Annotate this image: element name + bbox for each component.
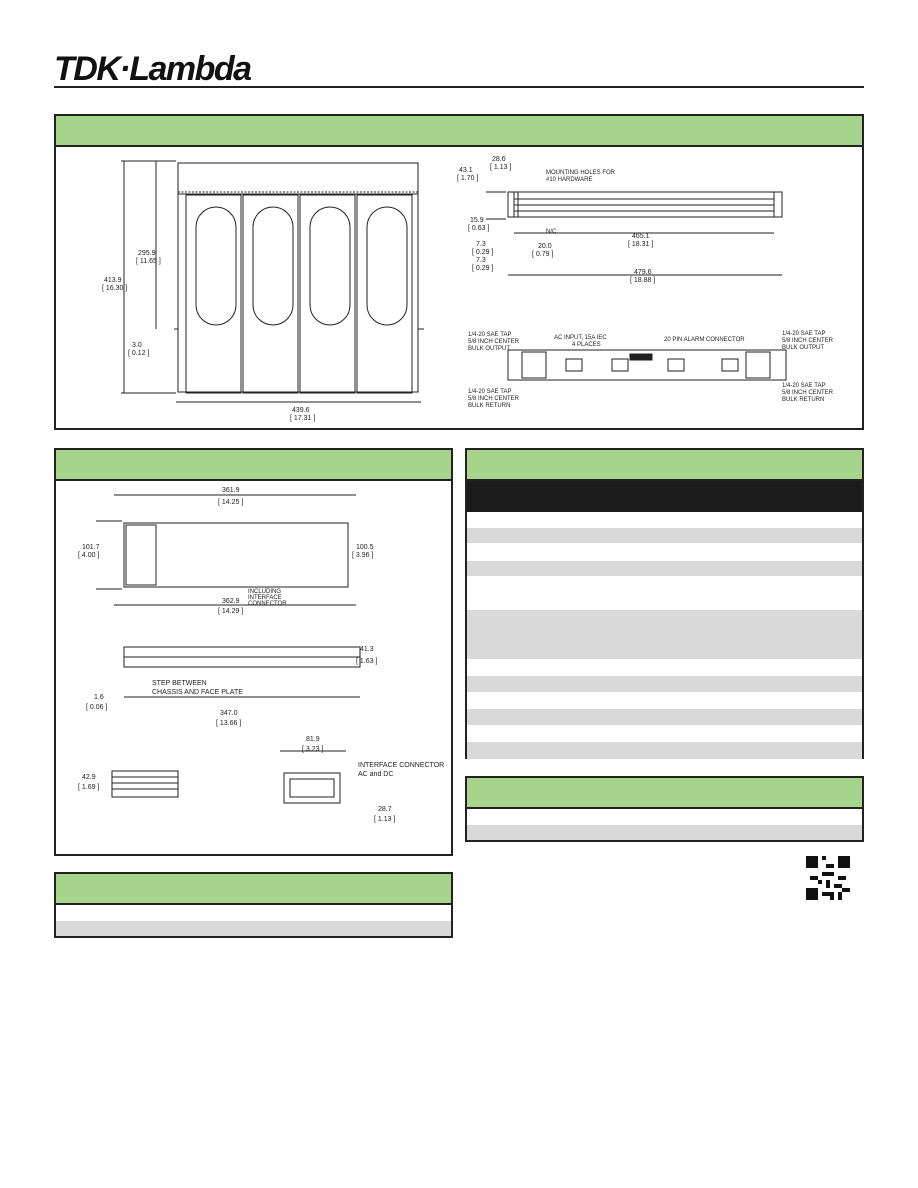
side-d2: 28.6 (492, 156, 506, 163)
right-small-row (467, 825, 862, 840)
mod-w1-in: [ 14.25 ] (218, 499, 243, 506)
side-d8: 479.6 (634, 269, 652, 276)
mod-s2-in: [ 0.06 ] (86, 704, 107, 711)
spec-row (467, 528, 862, 543)
front-h-inner-in: [ 11.65 ] (136, 258, 161, 265)
side-d1-in: [ 1.70 ] (457, 175, 478, 182)
side-d7: 465.1 (632, 233, 650, 240)
module-drawings: 361.9 [ 14.25 ] 101.7 [ 4.00 ] 100.5 [ 3… (78, 487, 444, 823)
spec-row (467, 709, 862, 725)
module-drawing-panel: 361.9 [ 14.25 ] 101.7 [ 4.00 ] 100.5 [ 3… (54, 448, 453, 856)
mod-f1: 42.9 (82, 774, 96, 781)
side-d2-in: [ 1.13 ] (490, 164, 511, 171)
rear-alarm: 20 PIN ALARM CONNECTOR (664, 337, 745, 343)
side-mounting-label-2: #10 HARDWARE (546, 177, 592, 183)
rear-tap-out-l3: BULK OUTPUT (468, 346, 510, 352)
rear-tap-ret-r1: 1/4-20 SAE TAP (782, 383, 825, 389)
front-h-total-in: [ 16.30 ] (102, 285, 127, 292)
module-drawing-header (56, 450, 451, 481)
tdk-lambda-logo: TDK·Lambda (54, 50, 252, 88)
header-rule (54, 86, 864, 88)
spec-row (467, 676, 862, 692)
side-d6: 20.0 (538, 243, 552, 250)
rear-tap-out-r1: 1/4-20 SAE TAP (782, 331, 825, 337)
rear-tap-out-r3: BULK OUTPUT (782, 345, 824, 351)
mod-step-lbl-2: CHASSIS AND FACE PLATE (152, 689, 243, 696)
mod-c2-in: [ 1.13 ] (374, 816, 395, 823)
rear-tap-out-l1: 1/4-20 SAE TAP (468, 332, 511, 338)
mod-s3-in: [ 13.66 ] (216, 720, 241, 727)
front-h-total: 413.9 (104, 277, 122, 284)
mod-incl-3: CONNECTOR (248, 601, 287, 607)
qr-code-icon (806, 856, 850, 900)
spec-row (467, 742, 862, 759)
side-d3: 15.9 (470, 217, 484, 224)
rear-ac-input-2: 4 PLACES (572, 342, 601, 348)
rear-tap-ret-l1: 1/4-20 SAE TAP (468, 389, 511, 395)
side-d6-in: [ 0.79 ] (532, 251, 553, 258)
mod-h2-in: [ 3.96 ] (352, 552, 373, 559)
spec-table-header (467, 450, 862, 481)
mod-s1-in: [ 1.63 ] (356, 658, 377, 665)
mod-step-lbl-1: STEP BETWEEN (152, 680, 207, 687)
left-small-panel (54, 872, 453, 938)
rear-tap-out-l2: 5/8 INCH CENTER (468, 339, 520, 345)
spec-table-column-header (467, 481, 862, 512)
side-d7-in: [ 18.31 ] (628, 241, 653, 248)
outline-drawing-header (56, 116, 862, 147)
mod-s1: 41.3 (360, 646, 374, 653)
front-width-in: [ 17.31 ] (290, 415, 315, 422)
mod-f1-in: [ 1.69 ] (78, 784, 99, 791)
side-d8-in: [ 18.88 ] (630, 277, 655, 284)
side-nc-label: N/C (546, 229, 557, 235)
mod-c1-in: [ 3.23 ] (302, 746, 323, 753)
rear-tap-out-r2: 5/8 INCH CENTER (782, 338, 834, 344)
front-h-inner: 295.9 (138, 250, 156, 257)
rear-view (507, 349, 787, 381)
front-view (121, 160, 424, 403)
spec-row (467, 561, 862, 576)
side-d4-in: [ 0.29 ] (472, 249, 493, 256)
mod-h2: 100.5 (356, 544, 374, 551)
side-d4: 7.3 (476, 241, 486, 248)
front-width: 439.6 (292, 407, 310, 414)
outline-drawings: 413.9 [ 16.30 ] 295.9 [ 11.65 ] 3.0 [ 0.… (102, 156, 834, 422)
mod-w2: 362.9 (222, 598, 240, 605)
left-small-row (56, 921, 451, 936)
mod-s2: 1.6 (94, 694, 104, 701)
mod-s3: 347.0 (220, 710, 238, 717)
mod-c1: 81.9 (306, 736, 320, 743)
mod-w1: 361.9 (222, 487, 240, 494)
side-d5-in: [ 0.29 ] (472, 265, 493, 272)
front-step: 3.0 (132, 342, 142, 349)
rear-tap-ret-l3: BULK RETURN (468, 403, 510, 409)
mod-h1: 101.7 (82, 544, 100, 551)
mod-conn-1: INTERFACE CONNECTOR (358, 762, 444, 769)
side-d5: 7.3 (476, 257, 486, 264)
rear-ac-input: AC INPUT, 15A IEC (554, 335, 607, 341)
rear-tap-ret-r3: BULK RETURN (782, 397, 824, 403)
mod-conn-2: AC and DC (358, 771, 393, 778)
mod-incl-1: INCLUDING (248, 589, 281, 595)
rear-tap-ret-r2: 5/8 INCH CENTER (782, 390, 834, 396)
front-step-in: [ 0.12 ] (128, 350, 149, 357)
outline-drawing-panel: 413.9 [ 16.30 ] 295.9 [ 11.65 ] 3.0 [ 0.… (54, 114, 864, 430)
side-d1: 43.1 (459, 167, 473, 174)
left-small-header (56, 874, 451, 905)
rear-tap-ret-l2: 5/8 INCH CENTER (468, 396, 520, 402)
mod-incl-2: INTERFACE (248, 595, 282, 601)
side-view (486, 191, 783, 276)
side-d3-in: [ 0.63 ] (468, 225, 489, 232)
spec-row (467, 610, 862, 659)
side-mounting-label: MOUNTING HOLES FOR (546, 170, 616, 176)
mod-w2-in: [ 14.29 ] (218, 608, 243, 615)
mod-c2: 28.7 (378, 806, 392, 813)
right-small-panel (465, 776, 864, 842)
spec-table-panel (465, 448, 864, 759)
mod-h1-in: [ 4.00 ] (78, 552, 99, 559)
right-small-header (467, 778, 862, 809)
